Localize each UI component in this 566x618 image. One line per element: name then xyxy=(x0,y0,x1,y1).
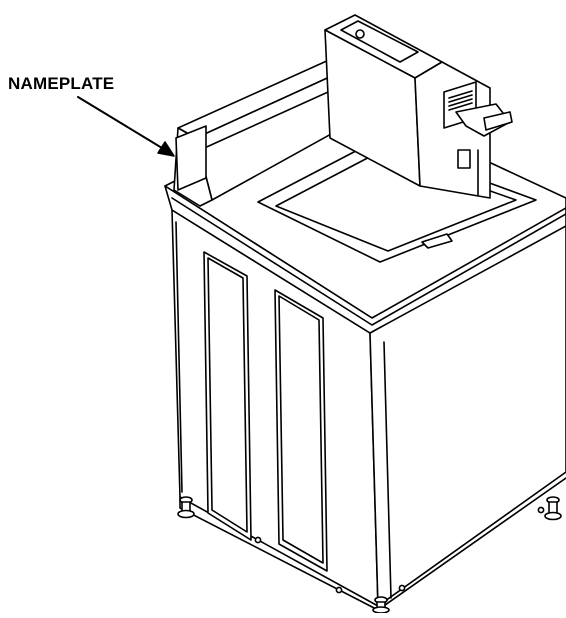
leveling-feet xyxy=(177,496,562,614)
nameplate-label: NAMEPLATE xyxy=(8,74,115,93)
foot-rear-left xyxy=(177,496,195,519)
top-lid-edge-highlight xyxy=(171,197,566,326)
side-panels xyxy=(203,251,328,572)
console xyxy=(173,54,361,207)
base-bolt xyxy=(398,584,406,592)
base-bolt xyxy=(335,586,343,594)
side-panel-front-inner xyxy=(278,295,324,564)
cabinet-base-rail xyxy=(179,477,566,611)
coin-slide-grip xyxy=(483,111,513,131)
coin-slots xyxy=(448,90,473,111)
service-lock xyxy=(355,29,365,39)
nameplate xyxy=(175,125,207,191)
door-panel xyxy=(275,151,517,252)
cabinet-left-inner-edge xyxy=(175,221,183,493)
coin-slide-handle xyxy=(455,103,511,137)
loading-door xyxy=(257,140,537,263)
base-bolt xyxy=(537,506,545,514)
side-panel-rear-inner xyxy=(207,257,248,533)
foot-front-right xyxy=(544,496,562,521)
coin-tower xyxy=(324,14,513,199)
base-bolt xyxy=(254,536,262,544)
door-handle xyxy=(421,233,453,249)
nameplate-callout-arrow xyxy=(77,96,175,157)
cabinet-front-inner-edge xyxy=(383,341,392,599)
coin-return xyxy=(457,149,471,169)
